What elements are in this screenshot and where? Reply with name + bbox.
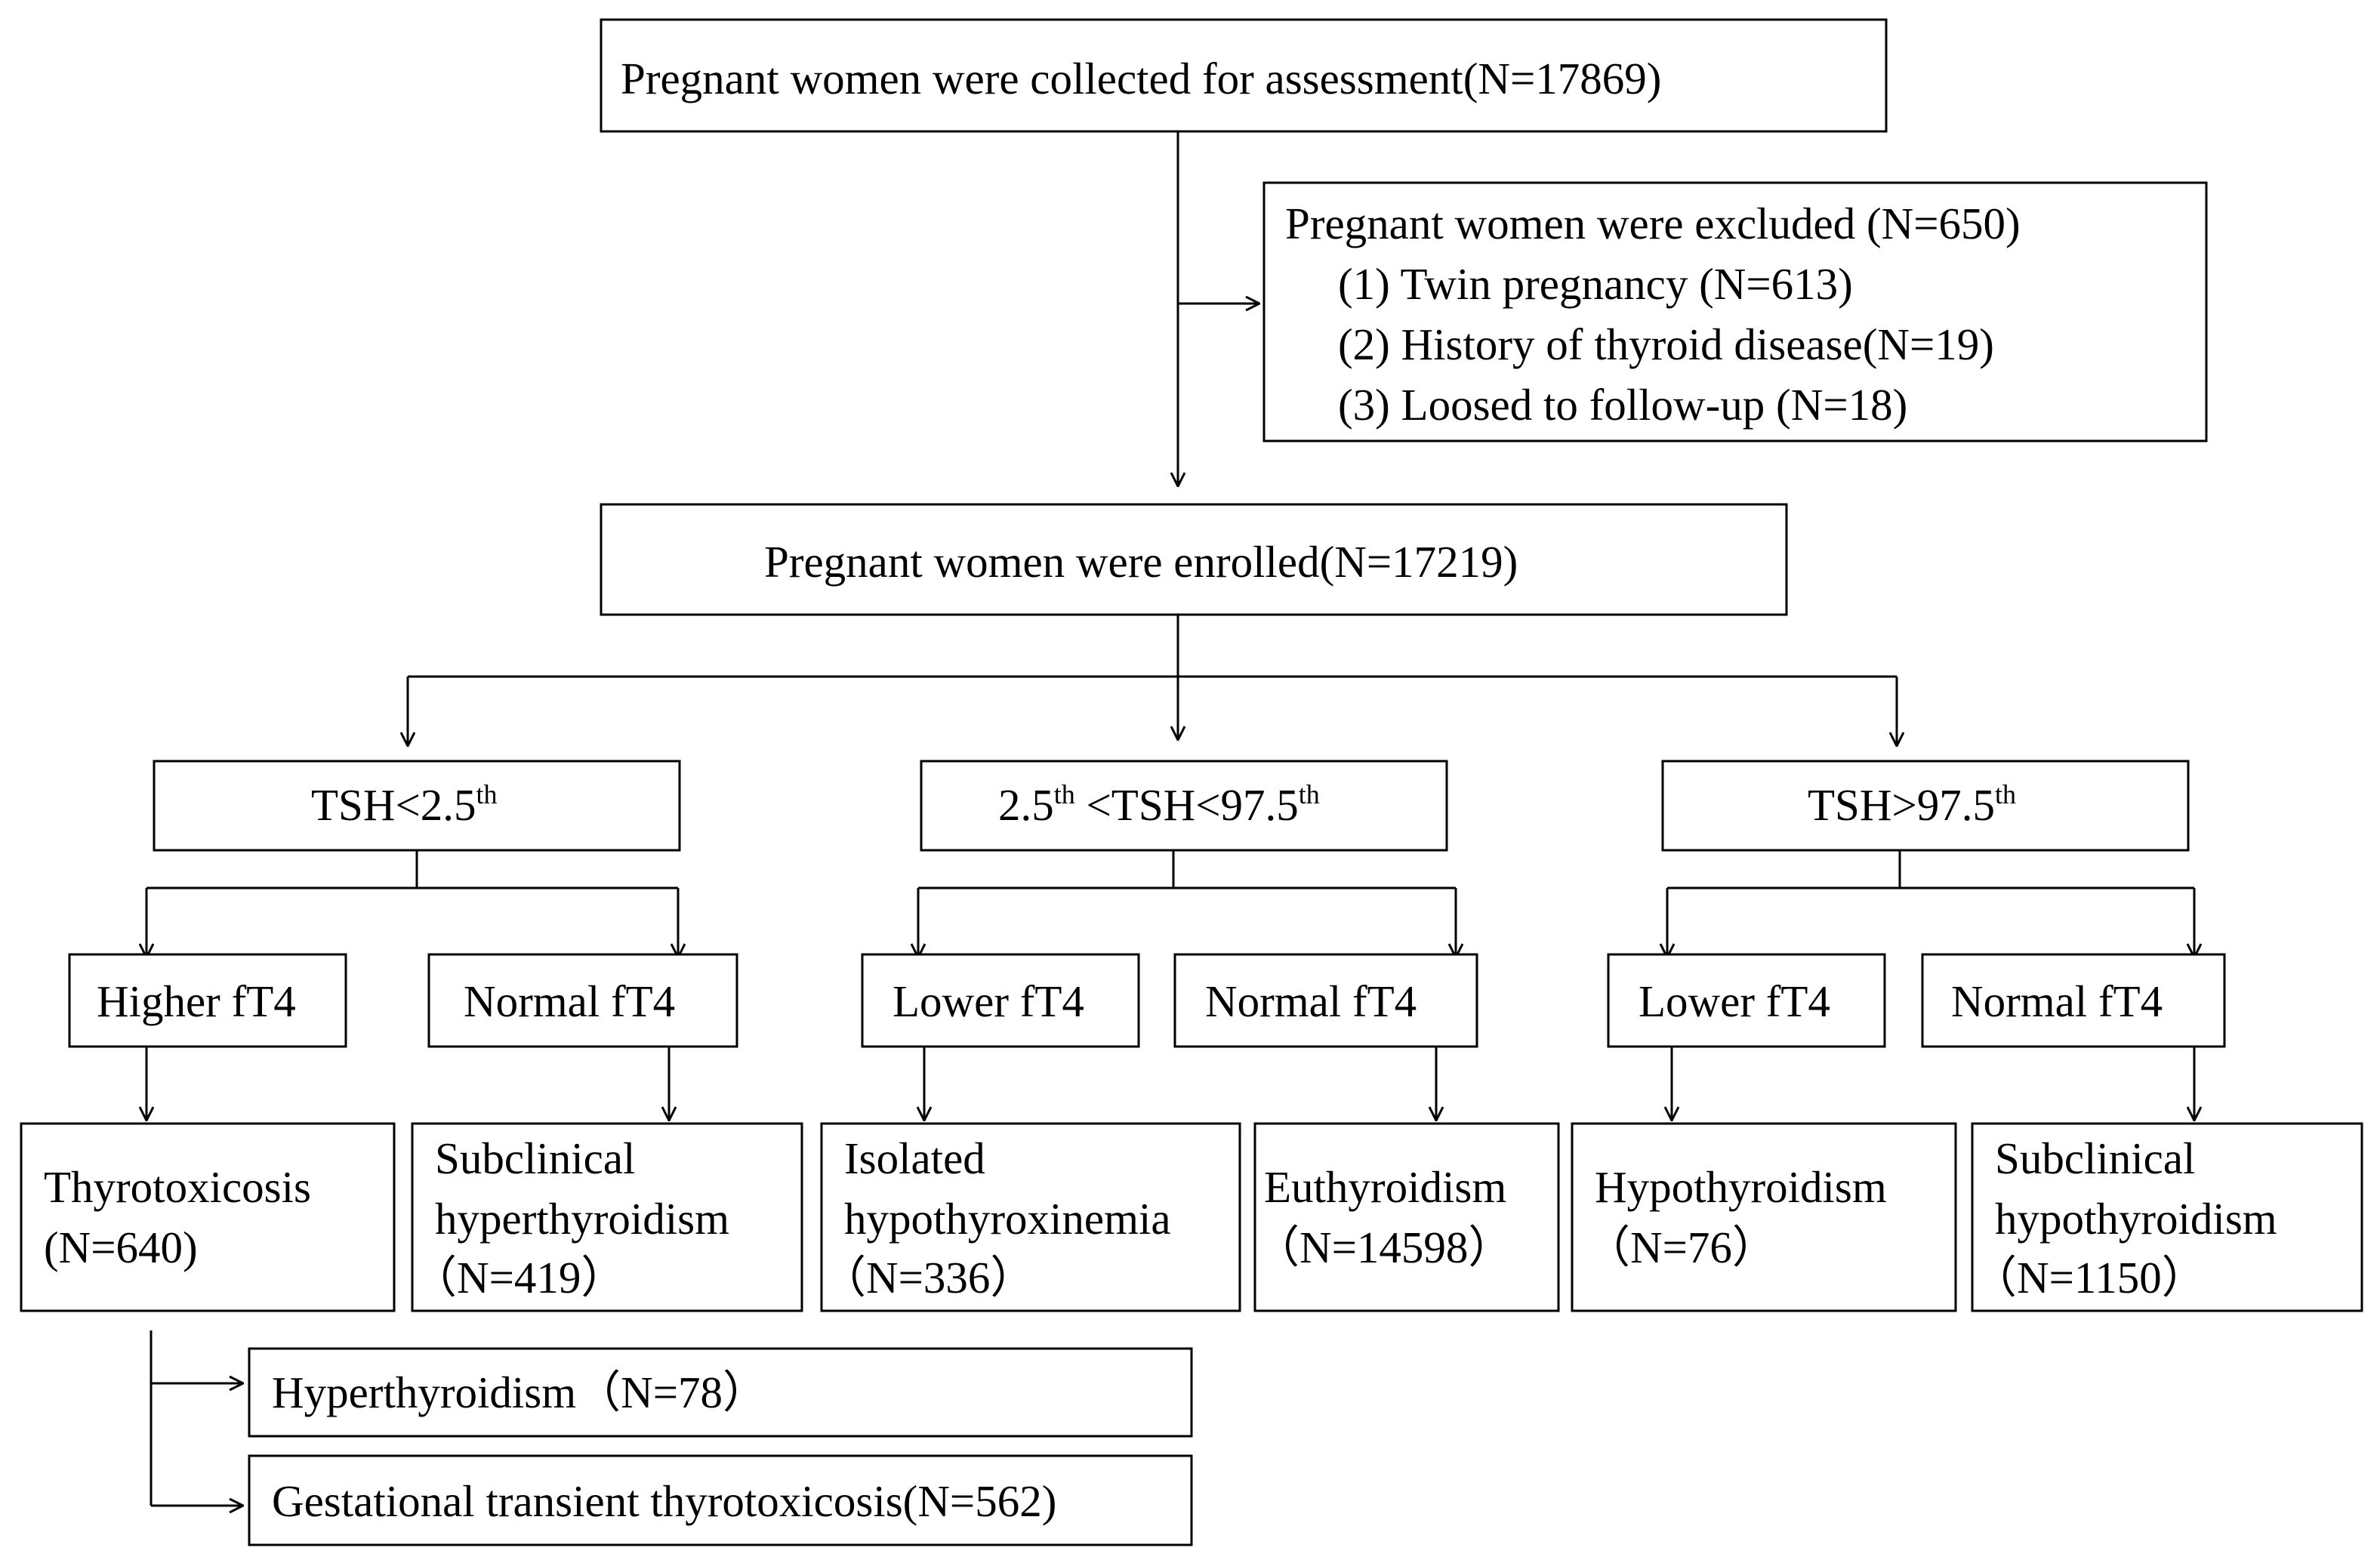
group-low-sup: th xyxy=(476,779,497,809)
excluded-item: (2) History of thyroid disease(N=19) xyxy=(1338,319,1994,369)
enrolled-box xyxy=(600,503,1788,616)
outcome-hypothyroidism-line: Hypothyroidism xyxy=(1595,1162,1887,1212)
group-mid-text-b: <TSH<97.5 xyxy=(1075,780,1299,830)
excluded-item: (1) Twin pregnancy (N=613) xyxy=(1338,259,1853,309)
ft4-high-normal-label: Normal fT4 xyxy=(1951,976,2163,1026)
ft4-low-higher-box xyxy=(68,953,347,1048)
ft4-mid-normal-label: Normal fT4 xyxy=(1205,976,1417,1026)
outcome-thyrotoxicosis-line: Thyrotoxicosis xyxy=(44,1162,311,1212)
group-mid-sup-b: th xyxy=(1299,779,1320,809)
collected-label: Pregnant women were collected for assess… xyxy=(621,54,1661,103)
outcome-hypothyroidism-line: （N=76） xyxy=(1586,1222,1777,1272)
excluded-title: Pregnant women were excluded (N=650) xyxy=(1285,199,2021,248)
group-high-box xyxy=(1661,760,2190,852)
excluded-item: (3) Loosed to follow-up (N=18) xyxy=(1338,380,1907,430)
group-mid-box xyxy=(920,760,1448,852)
ft4-low-normal-label: Normal fT4 xyxy=(464,976,675,1026)
ft4-mid-normal-box xyxy=(1173,953,1478,1048)
outcome-subclinical-hypo-line: Subclinical xyxy=(1995,1133,2195,1183)
outcome-thyrotoxicosis-line: (N=640) xyxy=(44,1222,198,1272)
group-high-text: TSH>97.5 xyxy=(1808,780,1995,830)
group-low-text: TSH<2.5 xyxy=(311,780,476,830)
outcome-subclinical-hypo-box xyxy=(1971,1122,2363,1312)
outcome-subclinical-hypo-line: hypothyroidism xyxy=(1995,1194,2277,1244)
group-mid-label: 2.5th <TSH<97.5th xyxy=(998,779,1320,830)
outcome-subclinical-hyper-line: （N=419） xyxy=(412,1253,625,1303)
outcome-subclinical-hyper-line: hyperthyroidism xyxy=(435,1194,729,1244)
ft4-mid-lower-label: Lower fT4 xyxy=(892,976,1084,1026)
group-mid-text-a: 2.5 xyxy=(998,780,1054,830)
excluded-box xyxy=(1262,181,2208,442)
ft4-high-lower-box xyxy=(1607,953,1886,1048)
group-low-box xyxy=(153,760,681,852)
group-mid-sup-a: th xyxy=(1054,779,1075,809)
ft4-mid-lower-box xyxy=(861,953,1140,1048)
outcome-isolated-hypo-box xyxy=(820,1122,1241,1312)
group-high-sup: th xyxy=(1995,779,2016,809)
group-low-label: TSH<2.5th xyxy=(311,779,498,830)
outcome-isolated-hypo-line: （N=336） xyxy=(822,1253,1034,1303)
outcome-subclinical-hyper-line: Subclinical xyxy=(435,1133,635,1183)
ft4-low-normal-box xyxy=(427,953,738,1048)
enrolled-label: Pregnant women were enrolled(N=17219) xyxy=(764,537,1518,587)
outcome-euthyroidism-box xyxy=(1253,1122,1560,1312)
subtype-hyperthyroidism-box xyxy=(248,1347,1193,1438)
group-high-label: TSH>97.5th xyxy=(1808,779,2016,830)
subtype-hyperthyroidism-label: Hyperthyroidism（N=78） xyxy=(272,1367,767,1417)
outcome-euthyroidism-line: （N=14598） xyxy=(1255,1222,1512,1272)
outcome-thyrotoxicosis-box xyxy=(20,1122,396,1312)
outcome-euthyroidism-line: Euthyroidism xyxy=(1264,1162,1506,1212)
subtype-gestational-box xyxy=(248,1454,1193,1546)
ft4-high-lower-label: Lower fT4 xyxy=(1639,976,1830,1026)
ft4-high-normal-box xyxy=(1921,953,2226,1048)
subtype-gestational-label: Gestational transient thyrotoxicosis(N=5… xyxy=(272,1476,1056,1526)
outcome-subclinical-hyper-box xyxy=(411,1122,803,1312)
collected-box xyxy=(600,18,1888,133)
outcome-subclinical-hypo-line: （N=1150） xyxy=(1972,1253,2206,1303)
outcome-isolated-hypo-line: Isolated xyxy=(844,1133,985,1183)
ft4-low-higher-label: Higher fT4 xyxy=(97,976,296,1026)
outcome-isolated-hypo-line: hypothyroxinemia xyxy=(844,1194,1171,1244)
outcome-hypothyroidism-box xyxy=(1571,1122,1957,1312)
